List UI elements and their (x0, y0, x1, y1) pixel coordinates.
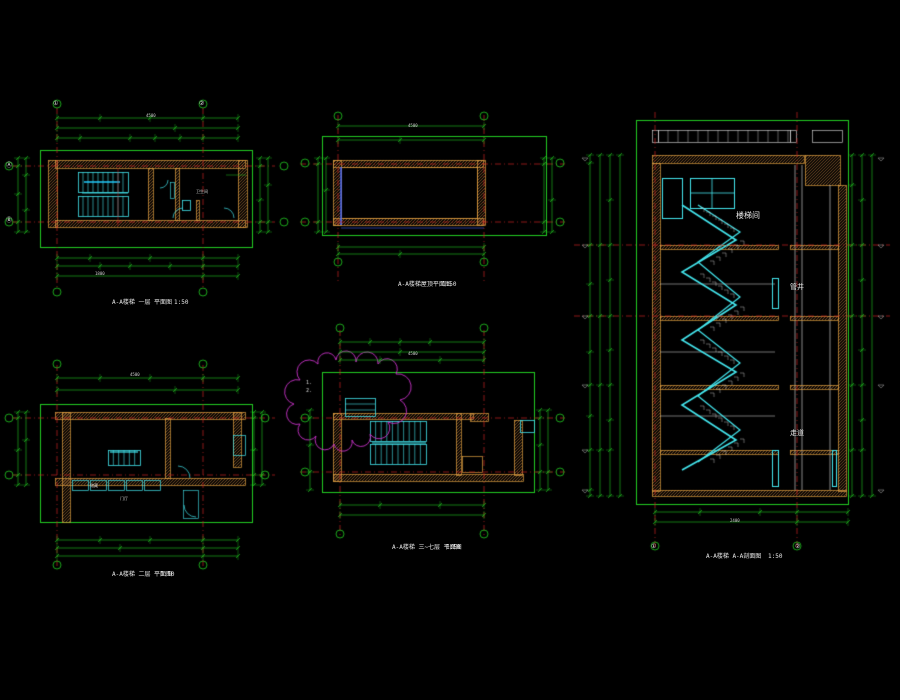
dim-span-plan-1: 1800 (95, 271, 105, 276)
view-title-section-scale: 1:50 (768, 553, 783, 560)
view-title-plan-1-scale: 1:50 (174, 299, 189, 306)
section-label-corridor: 走道 (790, 429, 804, 437)
axis-1-plan-1-top: ① (53, 100, 59, 107)
dim-overall-plan-2: 4500 (130, 372, 140, 377)
room-label-lobby: 门厅 (120, 496, 128, 501)
axis-2-plan-1-top: ② (199, 100, 205, 107)
view-title-plan-2-scale: 1:50 (160, 571, 175, 578)
dim-overall-plan-std: 4500 (408, 351, 418, 356)
view-title-section: A-A楼梯 A-A剖面图 (706, 553, 762, 560)
section-label-stair-room: 楼梯间 (736, 211, 760, 220)
view-title-roof-plan-scale: 1:50 (442, 281, 457, 288)
view-title-roof-plan: A-A楼梯屋顶平面图 (398, 281, 451, 288)
room-label-storage: 储藏 (90, 483, 98, 488)
dim-overall-roof: 4500 (408, 123, 418, 128)
axis-b-plan-1-left: Ⓑ (6, 217, 13, 224)
axis-2-section-bottom: ② (795, 543, 801, 550)
room-label-washroom: 卫生间 (196, 189, 208, 194)
dim-bay-section: 2400 (730, 518, 740, 523)
section-label-shaft: 管井 (790, 283, 804, 291)
axis-1-section-bottom: ① (651, 543, 657, 550)
axis-a-plan-1-left: Ⓐ (6, 162, 13, 169)
view-title-plan-1: A-A楼梯 一层 平面图 (112, 299, 173, 306)
view-title-plan-2: A-A楼梯 二层 平面图 (112, 571, 173, 578)
dim-overall-plan-1: 4500 (146, 113, 156, 118)
view-title-plan-std-scale: 1:50 (446, 544, 461, 551)
view-title-plan-std: A-A楼梯 三~七层 平面图 (392, 544, 462, 551)
